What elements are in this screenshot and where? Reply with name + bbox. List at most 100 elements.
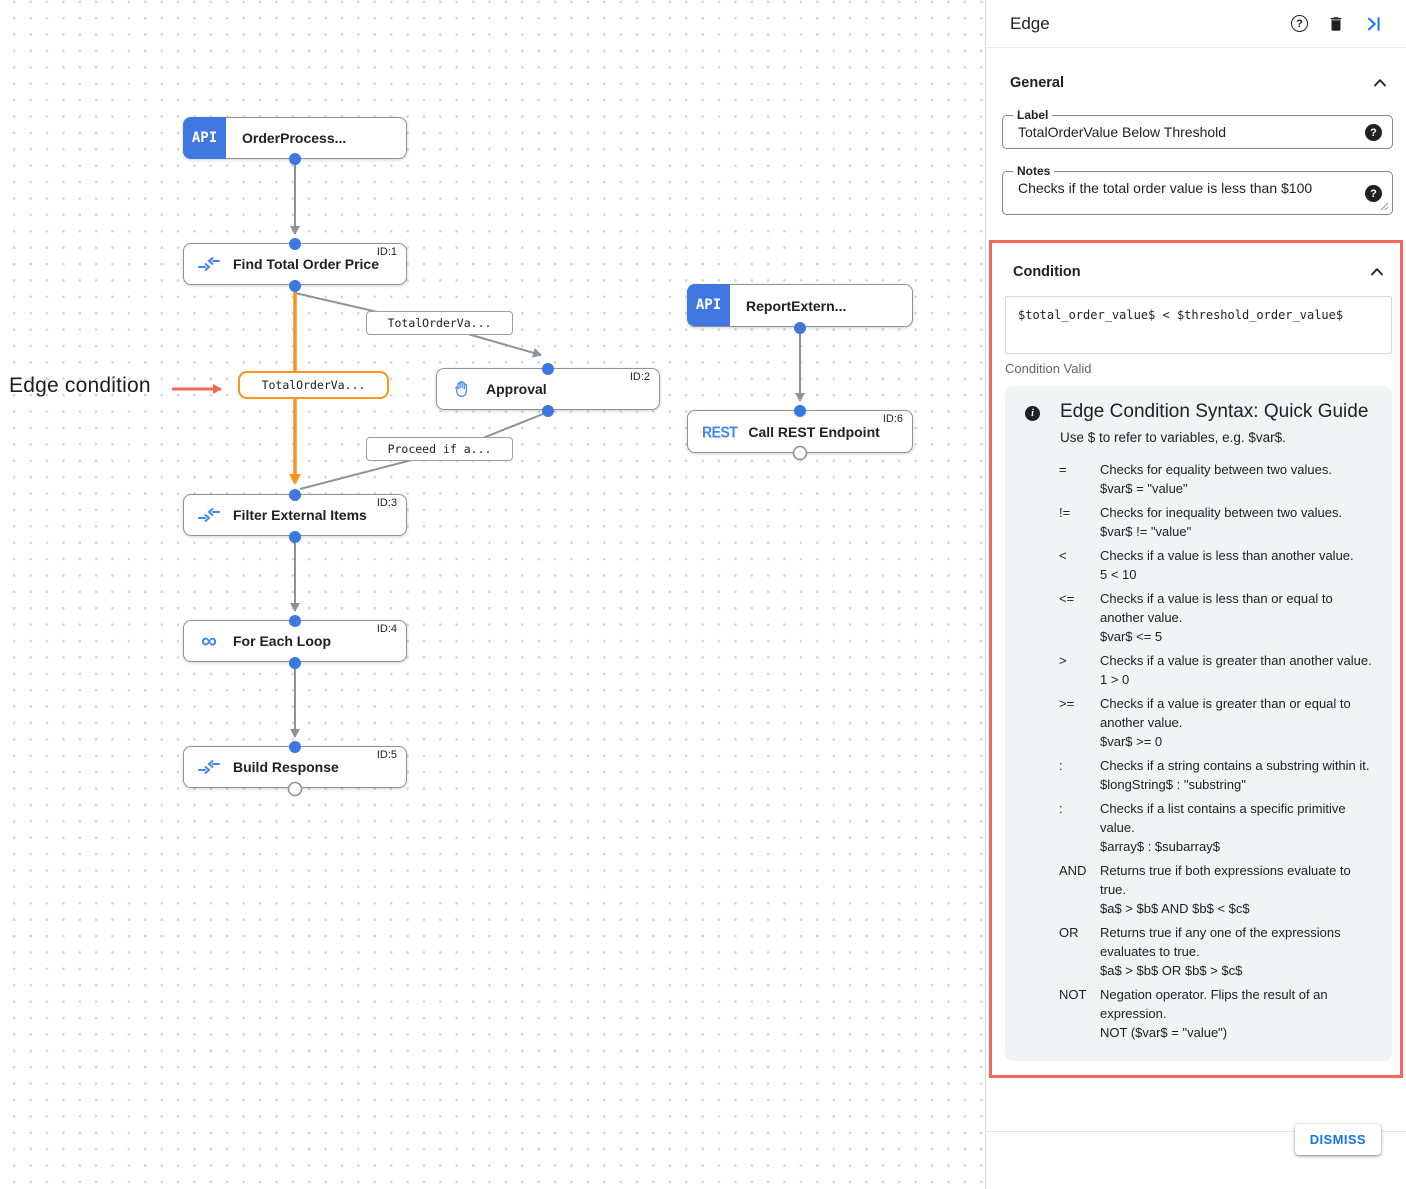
notes-field-wrapper: Notes Checks if the total order value is… [1002, 164, 1393, 215]
data-mapping-icon [197, 507, 221, 523]
guide-example: NOT ($var$ = "value") [1100, 1025, 1228, 1040]
edge-label-totalordervalue[interactable]: TotalOrderVa... [366, 311, 513, 335]
node-call-rest-endpoint[interactable]: REST Call REST Endpoint ID:6 [687, 410, 913, 453]
delete-edge-button[interactable] [1327, 14, 1345, 34]
guide-description: Negation operator. Flips the result of a… [1100, 987, 1328, 1021]
condition-expression-input[interactable]: $total_order_value$ < $threshold_order_v… [1005, 296, 1392, 354]
guide-example: $a$ > $b$ OR $b$ > $c$ [1100, 963, 1243, 978]
guide-example: $var$ = "value" [1100, 481, 1188, 496]
approval-hand-icon [450, 379, 474, 399]
chevron-up-icon [1371, 268, 1383, 276]
guide-example: $var$ <= 5 [1100, 629, 1163, 644]
guide-example: $longString$ : "substring" [1100, 777, 1246, 792]
node-id-badge: ID:4 [376, 623, 397, 635]
condition-valid-status: Condition Valid [1005, 361, 1092, 376]
node-id-badge: ID:2 [629, 371, 650, 383]
guide-row: : Checks if a string contains a substrin… [1005, 756, 1380, 794]
guide-title: Edge Condition Syntax: Quick Guide [1060, 401, 1369, 422]
label-field-caption: Label [1013, 108, 1053, 122]
guide-row: NOT Negation operator. Flips the result … [1005, 985, 1380, 1042]
workflow-canvas[interactable]: API OrderProcess... Find Total Order Pri… [0, 0, 985, 1189]
label-input[interactable] [1003, 124, 1392, 140]
help-icon: ? [1291, 15, 1308, 32]
guide-row: >= Checks if a value is greater than or … [1005, 694, 1380, 751]
info-icon: i [1025, 406, 1040, 421]
label-help-icon[interactable]: ? [1365, 124, 1382, 141]
collapse-general-button[interactable] [1370, 73, 1390, 93]
guide-row: OR Returns true if any one of the expres… [1005, 923, 1380, 980]
edge-label-proceed-if[interactable]: Proceed if a... [366, 437, 513, 461]
resize-handle-icon[interactable] [1380, 202, 1389, 211]
node-build-response[interactable]: Build Response ID:5 [183, 746, 407, 788]
edge-condition-annotation: Edge condition [9, 374, 151, 397]
guide-operator: NOT [1059, 987, 1087, 1002]
node-find-total-order-price[interactable]: Find Total Order Price ID:1 [183, 243, 407, 285]
node-api-trigger-reportextern[interactable]: API ReportExtern... [687, 284, 913, 327]
label-field-wrapper: Label ? [1002, 108, 1393, 149]
guide-row: : Checks if a list contains a specific p… [1005, 799, 1380, 856]
edges-layer [172, 153, 808, 797]
guide-example: $array$ : $subarray$ [1100, 839, 1220, 854]
notes-field-caption: Notes [1013, 164, 1055, 178]
guide-row: AND Returns true if both expressions eva… [1005, 861, 1380, 918]
node-api-trigger-orderprocess[interactable]: API OrderProcess... [183, 116, 407, 159]
node-approval[interactable]: Approval ID:2 [436, 368, 660, 410]
node-title: OrderProcess... [242, 130, 347, 146]
node-id-badge: ID:3 [376, 497, 397, 509]
condition-section-header: Condition [1013, 262, 1387, 282]
general-heading: General [1010, 75, 1064, 91]
help-button[interactable]: ? [1291, 15, 1308, 32]
guide-intro: Use $ to refer to variables, e.g. $var$. [1060, 430, 1286, 445]
node-id-badge: ID:1 [376, 246, 397, 258]
guide-description: Checks if a string contains a substring … [1100, 758, 1370, 773]
chevron-up-icon [1374, 79, 1386, 87]
condition-section-highlighted: Condition $total_order_value$ < $thresho… [989, 240, 1403, 1078]
guide-description: Checks for equality between two values. [1100, 462, 1332, 477]
notes-textarea[interactable]: Checks if the total order value is less … [1003, 172, 1392, 214]
collapse-right-icon [1368, 16, 1380, 31]
guide-example: $a$ > $b$ AND $b$ < $c$ [1100, 901, 1250, 916]
guide-description: Checks if a value is greater than or equ… [1100, 696, 1351, 730]
guide-row: != Checks for inequality between two val… [1005, 503, 1380, 541]
node-title: Approval [486, 381, 547, 397]
api-trigger-icon: API [183, 116, 226, 159]
node-title: For Each Loop [233, 633, 331, 649]
edge-label-totalordervalue-selected[interactable]: TotalOrderVa... [238, 371, 389, 399]
node-for-each-loop[interactable]: ∞ For Each Loop ID:4 [183, 620, 407, 662]
api-trigger-icon: API [687, 284, 730, 326]
guide-operator: : [1059, 758, 1063, 773]
guide-operator: : [1059, 801, 1063, 816]
notes-help-icon[interactable]: ? [1365, 185, 1382, 202]
node-id-badge: ID:6 [882, 413, 903, 425]
guide-row: < Checks if a value is less than another… [1005, 546, 1380, 584]
guide-operator: != [1059, 505, 1071, 520]
collapse-condition-button[interactable] [1367, 262, 1387, 282]
footer-divider [986, 1131, 1406, 1132]
node-filter-external-items[interactable]: Filter External Items ID:3 [183, 494, 407, 536]
guide-description: Checks if a value is less than or equal … [1100, 591, 1333, 625]
node-id-badge: ID:5 [376, 749, 397, 761]
guide-operator: = [1059, 462, 1067, 477]
loop-infinity-icon: ∞ [201, 628, 217, 653]
guide-operator: OR [1059, 925, 1079, 940]
guide-description: Checks if a value is less than another v… [1100, 548, 1354, 563]
data-mapping-icon [197, 759, 221, 775]
panel-title: Edge [1010, 13, 1050, 33]
node-title: ReportExtern... [746, 297, 847, 314]
dismiss-button[interactable]: DISMISS [1294, 1124, 1381, 1155]
trash-icon [1330, 16, 1342, 31]
node-title: Build Response [233, 759, 339, 775]
data-mapping-icon [197, 256, 221, 272]
guide-row: > Checks if a value is greater than anot… [1005, 651, 1380, 689]
guide-operator: <= [1059, 591, 1075, 606]
collapse-panel-button[interactable] [1364, 14, 1384, 34]
general-section-header: General [1010, 73, 1390, 93]
condition-heading: Condition [1013, 264, 1081, 280]
guide-rows: = Checks for equality between two values… [1005, 460, 1380, 1042]
node-title: Call REST Endpoint [748, 423, 880, 440]
guide-row: = Checks for equality between two values… [1005, 460, 1380, 498]
guide-operator: >= [1059, 696, 1075, 711]
guide-row: <= Checks if a value is less than or equ… [1005, 589, 1380, 646]
guide-description: Checks for inequality between two values… [1100, 505, 1343, 520]
